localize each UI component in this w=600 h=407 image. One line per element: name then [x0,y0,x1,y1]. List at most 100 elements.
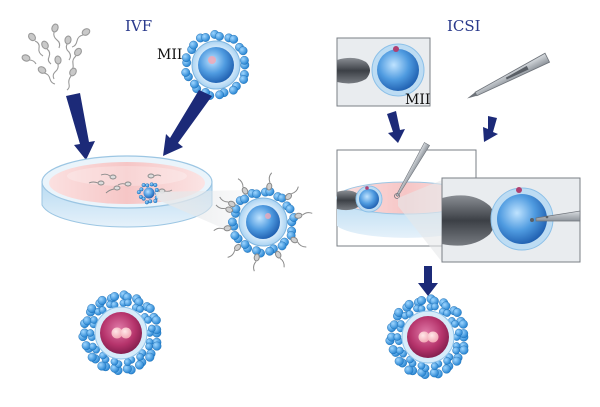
cumulus-cell [189,40,198,50]
cumulus-cell [152,341,162,351]
cumulus-cell [455,328,463,337]
cumulus-cell [265,246,275,256]
cumulus-cell [238,46,248,56]
cumulus-cell [404,299,414,309]
cumulus-cells [136,182,159,205]
petri-dish [41,155,213,228]
cumulus-cell [86,329,95,337]
cumulus-cell [393,333,402,341]
surrounding-sperm [213,172,313,272]
cumulus-cell [138,194,143,199]
cumulus-cell [252,189,261,199]
cumulus-cell [110,292,120,302]
cumulus-cell [153,198,158,203]
cumulus-cell [151,315,161,325]
arrow-icsi-down [418,266,438,296]
cumulus-cell [154,187,159,192]
cumulus-cell [145,303,155,313]
cumulus-cell [124,298,132,307]
cumulus-cell [239,75,249,84]
cumulus-cell [215,90,225,100]
icsi-arrows [387,111,498,296]
injecting-needle [530,210,581,222]
cumulus-cell [144,316,152,324]
dish-sperm-icons [88,173,173,194]
cumulus-cell [451,320,459,328]
cumulus-cell [458,319,468,329]
magnification-cone-icsi [398,180,442,262]
mii-label-icsi: MII [405,92,430,108]
cumulus-cell [181,53,191,63]
arrow-icsi-left [387,111,405,143]
ivf-arrows [66,90,212,160]
cumulus-cell [148,324,156,333]
cumulus-cell [397,320,405,328]
cumulus-cell [404,365,414,375]
icsi-panel-top: MII [336,37,431,108]
cumulus-cell [139,187,144,192]
cumulus-cell [145,352,155,362]
cumulus-cell [229,34,239,44]
cumulus-cells [86,298,156,368]
cumulus-cell [141,196,146,201]
cumulus-cell [240,240,250,249]
cumulus-cell [136,190,141,195]
cumulus-cell [396,346,404,355]
cumulus-cell [98,306,107,314]
cumulus-cell [136,353,144,361]
cumulus-cell [394,307,404,317]
cumulus-cell [149,182,154,187]
cumulus-cell [441,364,452,374]
arrow-sperm-to-dish [66,93,95,160]
cumulus-cell [215,32,224,41]
cumulus-cell [145,183,150,188]
cumulus-cells [385,294,469,379]
cumulus-cell [228,217,237,227]
zygote-ivf [78,290,162,375]
cumulus-cells [181,30,250,100]
cumulus-cell [144,200,149,205]
cumulus-cell [123,358,132,367]
fertilization-oocyte [213,172,313,272]
arrow-oocyte-to-dish [163,90,212,156]
icsi-title: ICSI [447,17,481,35]
cumulus-cell [228,85,238,95]
cumulus-cell [277,241,287,251]
ivf-title: IVF [125,17,152,35]
cumulus-cell [240,55,249,65]
injection-pipette-icon [467,52,551,99]
sperm-cluster-icon [21,23,91,91]
cumulus-cell [97,295,107,305]
cumulus-cell [97,361,107,371]
dish-oocyte-icon [136,182,159,205]
cumulus-cell [87,352,97,362]
cumulus-cell [452,356,462,366]
cumulus-cell [431,302,439,311]
cumulus-cell [417,296,427,306]
holding-pipette-icon [337,57,370,84]
cumulus-cell [87,303,97,313]
mii-oocyte-ivf [181,30,250,100]
cumulus-cell [285,204,295,214]
cumulus-cell [443,309,451,317]
cumulus-cell [452,307,462,317]
arrow-icsi-right [483,116,498,142]
cumulus-cell [230,231,240,240]
mii-label-ivf: MII [157,47,182,63]
cumulus-cell [443,357,451,365]
cumulus-cell [145,342,153,351]
cumulus-cells [78,290,162,375]
zygote-icsi [385,294,469,379]
cumulus-cell [141,183,146,188]
cumulus-cell [452,346,460,355]
cumulus-cell [190,79,199,89]
cumulus-cell [459,345,469,355]
cumulus-cell [405,310,414,318]
cumulus-cell [201,33,210,42]
cumulus-cell [430,362,439,371]
cumulus-cell [90,316,98,324]
cumulus-cell [148,199,153,204]
icsi-panel-right [441,177,581,263]
cumulus-cell [394,356,404,366]
